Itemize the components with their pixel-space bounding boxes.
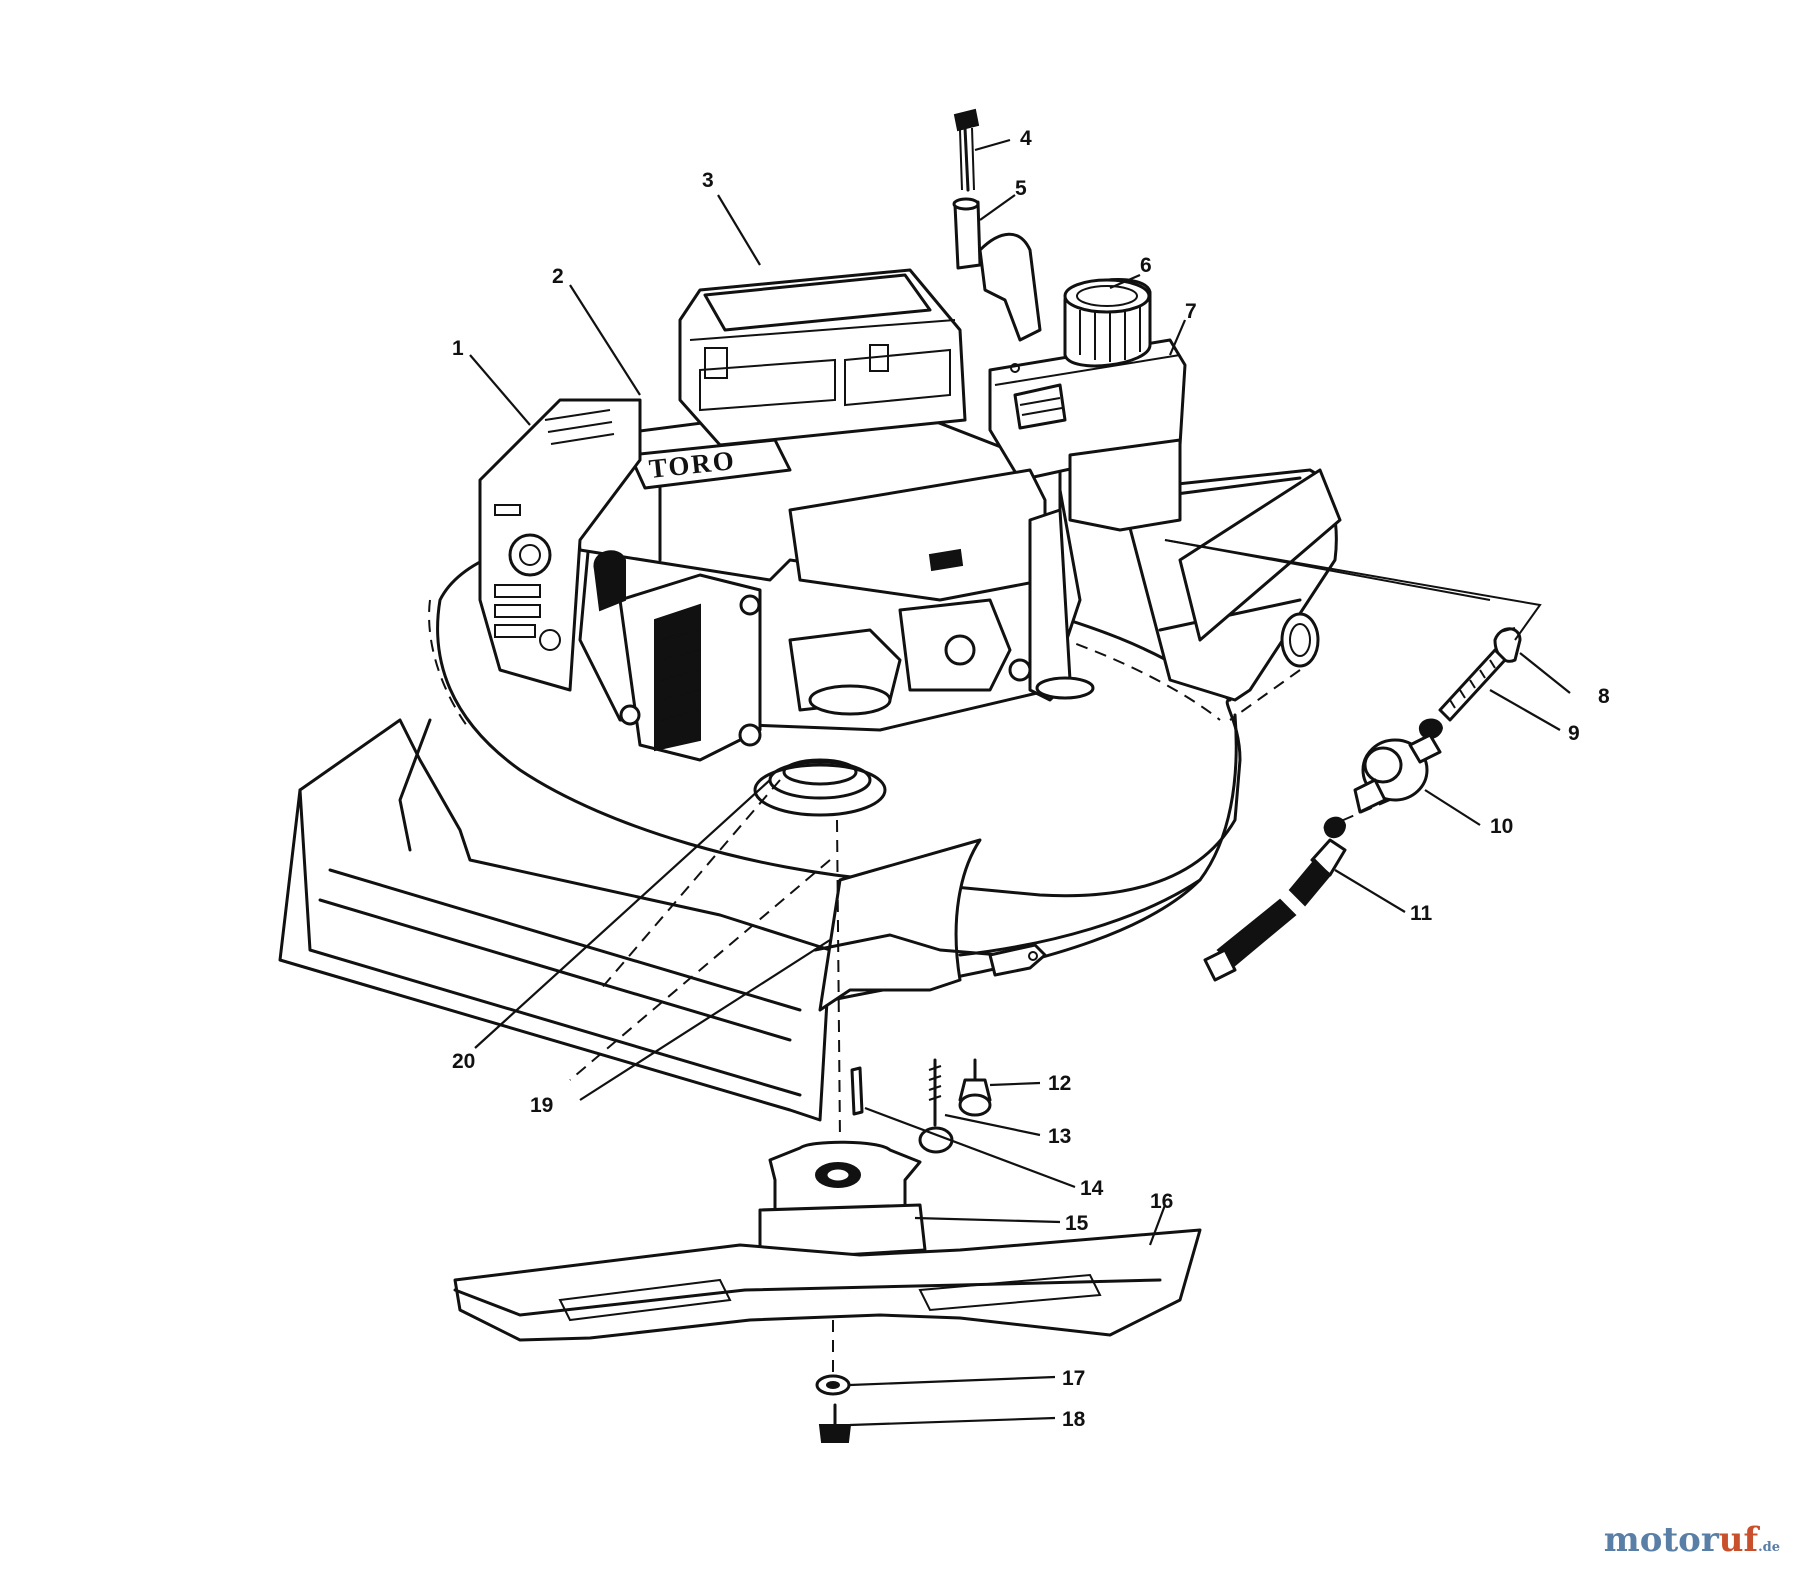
callout-13: 13 [1048, 1125, 1071, 1148]
part-5-spacer [952, 197, 982, 270]
callout-4: 4 [1020, 127, 1032, 150]
callout-1: 1 [452, 337, 464, 360]
part-16-blade [453, 1228, 1202, 1342]
part-9-fuel-line [1418, 648, 1507, 739]
callout-6: 6 [1140, 254, 1152, 277]
callout-labels: 1 2 3 4 5 6 7 8 9 10 11 12 13 14 15 16 1… [452, 127, 1610, 1431]
callout-12: 12 [1048, 1072, 1071, 1095]
watermark-tld: .de [1758, 1540, 1780, 1555]
callout-9: 9 [1568, 722, 1580, 745]
engine: TORO [478, 268, 1187, 762]
callout-2: 2 [552, 265, 564, 288]
part-17-washer [815, 1374, 851, 1396]
watermark-logo: motoruf.de [1604, 1520, 1780, 1560]
callout-10: 10 [1490, 815, 1513, 838]
callout-16: 16 [1150, 1190, 1173, 1213]
part-13-bolt [918, 1058, 954, 1154]
callout-8: 8 [1598, 685, 1610, 708]
callout-15: 15 [1065, 1212, 1089, 1235]
callout-19: 19 [530, 1094, 553, 1117]
part-19-baffle [988, 943, 1047, 977]
centerlines [569, 539, 1542, 1380]
callout-3: 3 [702, 169, 714, 192]
callout-11: 11 [1410, 902, 1433, 925]
callout-17: 17 [1062, 1367, 1085, 1390]
callout-leaders [469, 138, 1571, 1427]
part-15-blade-adapter [758, 1140, 927, 1262]
callout-14: 14 [1080, 1177, 1104, 1200]
callout-20: 20 [452, 1050, 475, 1073]
callout-5: 5 [1015, 177, 1027, 200]
callout-7: 7 [1185, 300, 1197, 323]
part-14-key [850, 1066, 864, 1116]
watermark-main: motor [1603, 1520, 1719, 1560]
part-18-blade-bolt [818, 1403, 852, 1443]
part-12-screw [958, 1058, 992, 1117]
part-4-bolt [953, 108, 980, 192]
callout-18: 18 [1062, 1408, 1086, 1431]
watermark-accent: uf [1718, 1520, 1759, 1560]
handle-bracket [978, 232, 1042, 373]
part-11-fuel-line [1203, 816, 1347, 982]
part-10-fuel-filter [1353, 733, 1442, 814]
